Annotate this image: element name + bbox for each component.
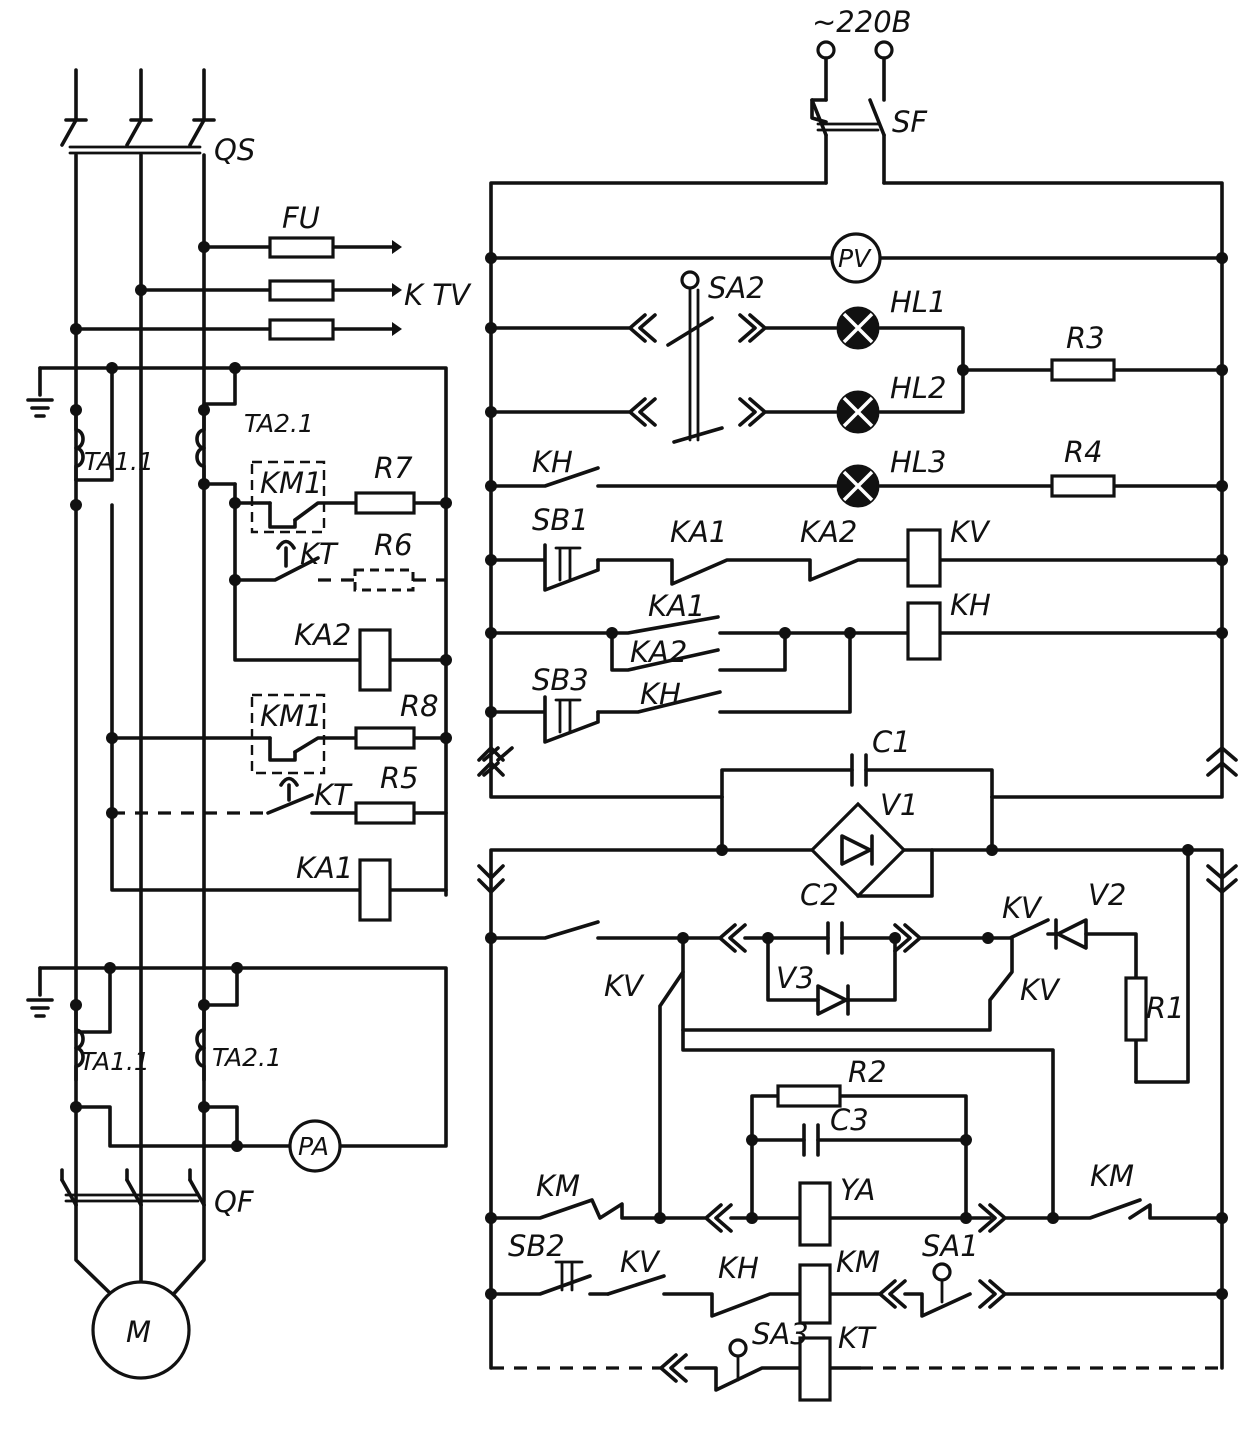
label-r5: R5	[380, 761, 419, 795]
label-sa1: SA1	[922, 1229, 979, 1263]
label-kh-coil: KH	[950, 588, 991, 622]
label-supply: ~220В	[812, 5, 912, 39]
label-sa2: SA2	[708, 271, 765, 305]
label-km1-b: KM1	[260, 699, 323, 733]
label-kv-left: KV	[604, 969, 645, 1003]
label-ta11-bottom: TA1.1	[80, 1047, 150, 1076]
label-r3: R3	[1066, 321, 1105, 355]
coil-ka2	[358, 628, 392, 692]
label-r2: R2	[848, 1055, 887, 1089]
label-sb3: SB3	[532, 663, 589, 697]
label-v2: V2	[1088, 878, 1126, 912]
label-fu: FU	[282, 201, 320, 235]
label-ka2-coil: KA2	[294, 618, 351, 652]
label-r8: R8	[400, 689, 439, 723]
signal-lamps-hl1-hl2: SA2 HL1 HL2 R3	[485, 270, 1228, 444]
label-kh-c3: KH	[640, 677, 681, 711]
rung-kv-coil: SB1 KA1 KA2 KV	[485, 503, 1228, 592]
ammeter-pa	[288, 1119, 342, 1173]
label-kt-b: KT	[314, 778, 353, 812]
rung-ya: R2 C3 KM YA KM	[485, 1055, 1228, 1247]
switch-qs: QS	[60, 118, 255, 167]
motor-m	[91, 1280, 191, 1380]
label-ta11-top: TA1.1	[84, 447, 154, 476]
label-ka2-c1: KA2	[800, 515, 857, 549]
label-c3: C3	[830, 1103, 869, 1137]
label-sb1: SB1	[532, 503, 589, 537]
label-r6: R6	[374, 528, 413, 562]
label-hl3: HL3	[890, 445, 946, 479]
rung-km-coil: SB2 KV KH KM SA1	[485, 1229, 1228, 1325]
label-kv-bottom: KV	[620, 1245, 661, 1279]
label-kh-bottom: KH	[718, 1251, 759, 1285]
label-ka2-c2: KA2	[630, 635, 687, 669]
rung-c2-v2: C2 KV V2 KV V3 KV R1	[485, 878, 1185, 1220]
label-qf: QF	[214, 1185, 255, 1219]
fuse-block-fu: FU K TV	[70, 201, 472, 341]
label-sf: SF	[892, 105, 928, 139]
label-ka1-c1: KA1	[670, 515, 727, 549]
label-km-left: KM	[536, 1169, 580, 1203]
label-pa: PA	[298, 1132, 329, 1161]
label-km-coil: KM	[836, 1245, 880, 1279]
label-kh-contact: KH	[532, 445, 573, 479]
label-ta21-top: TA2.1	[244, 409, 314, 438]
label-sb2: SB2	[508, 1229, 565, 1263]
coil-ka1	[358, 858, 392, 922]
label-sa3: SA3	[752, 1317, 809, 1351]
label-kv-top: KV	[1002, 891, 1043, 925]
power-circuit: QS FU K TV TA1.1	[26, 68, 472, 1380]
label-r1: R1	[1146, 991, 1185, 1025]
signal-lamp-hl3: KH HL3 R4	[485, 435, 1228, 508]
control-circuit: ~220В SF PV	[477, 5, 1238, 1402]
label-km1-a: KM1	[260, 466, 323, 500]
protection-circuit-upper: TA1.1 TA2.1 KM1 R7 KT R6	[26, 362, 452, 922]
label-hl1: HL1	[890, 285, 946, 319]
label-kt-a: KT	[300, 537, 339, 571]
breaker-qf-and-motor: QF M	[60, 1168, 255, 1380]
label-ta21-bottom: TA2.1	[212, 1043, 282, 1072]
label-r7: R7	[374, 451, 413, 485]
label-kv-right: KV	[1020, 973, 1061, 1007]
label-motor: M	[126, 1315, 151, 1349]
supply-terminals: ~220В SF	[810, 5, 928, 185]
label-ka1-coil: KA1	[296, 851, 353, 885]
label-v3: V3	[776, 961, 814, 995]
label-pv: PV	[838, 244, 872, 273]
rectifier-v1: C1 V1	[716, 725, 1194, 1084]
label-km-right: KM	[1090, 1159, 1134, 1193]
label-ya: YA	[840, 1173, 875, 1207]
rung-kh-coil: KA1 KA2 KH SB3 KH	[485, 588, 1228, 744]
label-c2: C2	[800, 878, 839, 912]
label-r4: R4	[1064, 435, 1103, 469]
label-kt-coil: KT	[838, 1321, 877, 1355]
voltmeter-pv: PV	[485, 232, 1228, 284]
label-v1: V1	[880, 788, 918, 822]
rung-kt-coil: SA3 KT	[491, 1317, 1222, 1402]
label-c1: C1	[872, 725, 911, 759]
label-ktv: K TV	[404, 278, 472, 312]
ammeter-circuit: TA1.1 TA2.1 PA	[26, 962, 448, 1173]
label-ka1-c2: KA1	[648, 589, 705, 623]
label-kv-coil: KV	[950, 515, 991, 549]
label-qs: QS	[214, 133, 255, 167]
label-hl2: HL2	[890, 371, 946, 405]
